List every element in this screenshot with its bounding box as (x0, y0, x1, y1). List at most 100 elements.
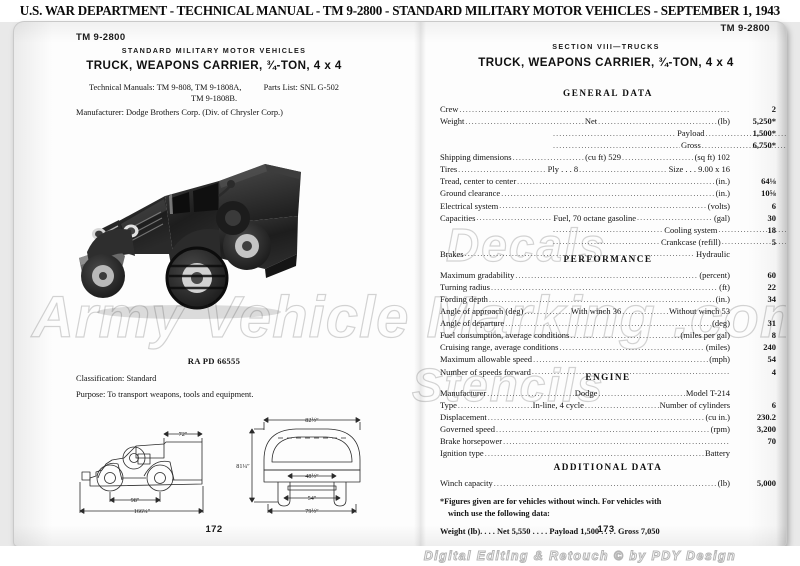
spec-row: Winch capacity..........................… (440, 477, 776, 489)
spec-unit: (deg) (712, 318, 730, 329)
spec-unit: Size . . . 9.00 x 16 (668, 164, 730, 175)
leader-dots: ........................................… (533, 355, 709, 365)
spec-name: Capacities (440, 212, 476, 223)
parts-list-label: Parts List: (263, 83, 298, 92)
spec-subname: Crankcase (refill) (661, 236, 721, 247)
spec-row: Maximum allowable speed.................… (440, 353, 776, 365)
spec-row: Brakes..................................… (440, 248, 776, 260)
spec-unit: (miles) (705, 342, 730, 353)
spec-value: 22 (767, 282, 777, 293)
general-data-table: Crew....................................… (440, 103, 786, 260)
spec-value: 64⅛ (761, 176, 776, 187)
leader-dots: ........................................… (512, 152, 585, 162)
spec-row: Governed speed..........................… (440, 423, 776, 435)
spec-name: Maximum gradability (440, 270, 515, 280)
spec-name: Cruising range, average conditions (440, 342, 559, 353)
dim-overall-width: 82½″ (305, 417, 319, 424)
purpose-line: Purpose: To transport weapons, tools and… (76, 390, 253, 399)
leader-dots: ........................................… (559, 343, 705, 353)
spec-label-cell: Crew....................................… (440, 103, 730, 115)
spec-value: 8 (771, 330, 776, 341)
engine-table: Manufacturer............................… (440, 387, 776, 459)
spec-value (730, 387, 776, 399)
banner-title: U.S. WAR DEPARTMENT - TECHNICAL MANUAL -… (19, 3, 781, 18)
leader-dots: ........................................… (598, 116, 717, 126)
manufacturer-label: Manufacturer: (76, 108, 124, 117)
spec-row: Electrical system.......................… (440, 200, 776, 212)
spec-label-cell: Manufacturer............................… (440, 387, 730, 399)
spec-name: Number of speeds forward (440, 366, 531, 377)
spec-label-cell: Type....................................… (440, 399, 730, 411)
scanned-sheet: TM 9-2800 STANDARD MILITARY MOTOR VEHICL… (14, 22, 786, 546)
leader-dots: ........................................… (598, 388, 685, 398)
leader-dots: ........................................… (457, 400, 532, 410)
spec-value (730, 447, 776, 459)
spec-name: Angle of approach (deg) (440, 306, 524, 317)
purpose-value: To transport weapons, tools and equipmen… (107, 390, 254, 399)
spec-name: Fuel consumption, average conditions (440, 330, 570, 341)
spec-name: Type (440, 400, 457, 411)
spec-row: Manufacturer............................… (440, 387, 776, 399)
spec-row: Fuel consumption, average conditions....… (440, 329, 776, 341)
spec-value: 31 (767, 318, 777, 329)
spec-value: 18 (767, 224, 777, 235)
additional-data-block: ADDITIONAL DATA Winch capacity..........… (440, 462, 776, 536)
spec-row: Crew....................................… (440, 103, 776, 115)
manuals-value-line2: TM 9-1808B. (190, 94, 238, 104)
dim-tread: 54″ (308, 495, 317, 502)
spec-name: Brake horsepower (440, 436, 503, 447)
performance-block: PERFORMANCE Maximum gradability.........… (440, 254, 776, 378)
spec-unit: (percent) (699, 270, 730, 280)
standard-vehicles-caption: STANDARD MILITARY MOTOR VEHICLES (121, 46, 307, 55)
manufacturer-value: Dodge Brothers Corp. (Div. of Chrysler C… (126, 108, 283, 117)
spec-row: ........................................… (440, 224, 786, 236)
spec-unit: (in.) (715, 188, 730, 199)
leader-dots: ........................................… (503, 436, 729, 446)
leader-dots: ........................................… (553, 237, 660, 247)
leader-dots: ........................................… (721, 237, 786, 247)
left-page-title: TRUCK, WEAPONS CARRIER, ¾-TON, 4 x 4 (86, 59, 342, 72)
left-page-heading: STANDARD MILITARY MOTOR VEHICLES TRUCK, … (14, 46, 414, 72)
leader-dots: ........................................… (476, 213, 553, 223)
spec-value (730, 305, 776, 317)
leader-dots: ........................................… (553, 225, 664, 235)
running-head-right: TM 9-2800 (720, 23, 770, 34)
spec-value: 2 (771, 104, 776, 114)
spec-row: Displacement............................… (440, 411, 776, 423)
spec-row: Type....................................… (440, 399, 776, 411)
spec-row: Maximum gradability.....................… (440, 269, 776, 281)
page-gutter (414, 22, 426, 546)
spec-name: Governed speed (440, 424, 495, 435)
spec-subname: Gross (680, 140, 701, 151)
folio-right: 173 (597, 524, 615, 535)
spec-name: Manufacturer (440, 388, 487, 398)
document-banner: U.S. WAR DEPARTMENT - TECHNICAL MANUAL -… (0, 0, 800, 22)
spec-name: Tires (440, 164, 458, 175)
spec-unit: (lb) (717, 478, 730, 488)
spec-unit: (ft) (719, 282, 730, 293)
spec-row: ........................................… (440, 236, 786, 248)
spec-label-cell: Cruising range, average conditions......… (440, 341, 730, 353)
spec-value: 6 (771, 200, 776, 211)
leader-dots: ........................................… (484, 449, 704, 459)
manuals-value: TM 9-808, TM 9-1808A, (156, 83, 242, 92)
leader-dots: ........................................… (459, 104, 729, 114)
leader-dots: ........................................… (584, 400, 659, 410)
spec-value: 230.2 (756, 412, 776, 423)
dim-overall-length: 166¼″ (134, 508, 151, 515)
purpose-label: Purpose: (76, 390, 106, 399)
spec-row: Angle of departure......................… (440, 317, 776, 329)
spec-value: 240 (763, 342, 776, 353)
performance-table: Maximum gradability.....................… (440, 269, 776, 378)
spec-unit: (in.) (715, 176, 730, 187)
leader-dots: ........................................… (458, 165, 547, 175)
spec-label-cell: Displacement............................… (440, 411, 730, 423)
leader-dots: ........................................… (553, 140, 680, 150)
vehicle-photograph (69, 126, 369, 348)
spec-unit: (sq ft) 102 (694, 152, 730, 163)
spec-value: 5 (771, 236, 776, 247)
spec-row: Weight..................................… (440, 115, 776, 127)
spec-name: Angle of departure (440, 318, 505, 329)
spec-row: Number of speeds forward................… (440, 366, 776, 378)
leader-dots: ........................................… (579, 165, 668, 175)
